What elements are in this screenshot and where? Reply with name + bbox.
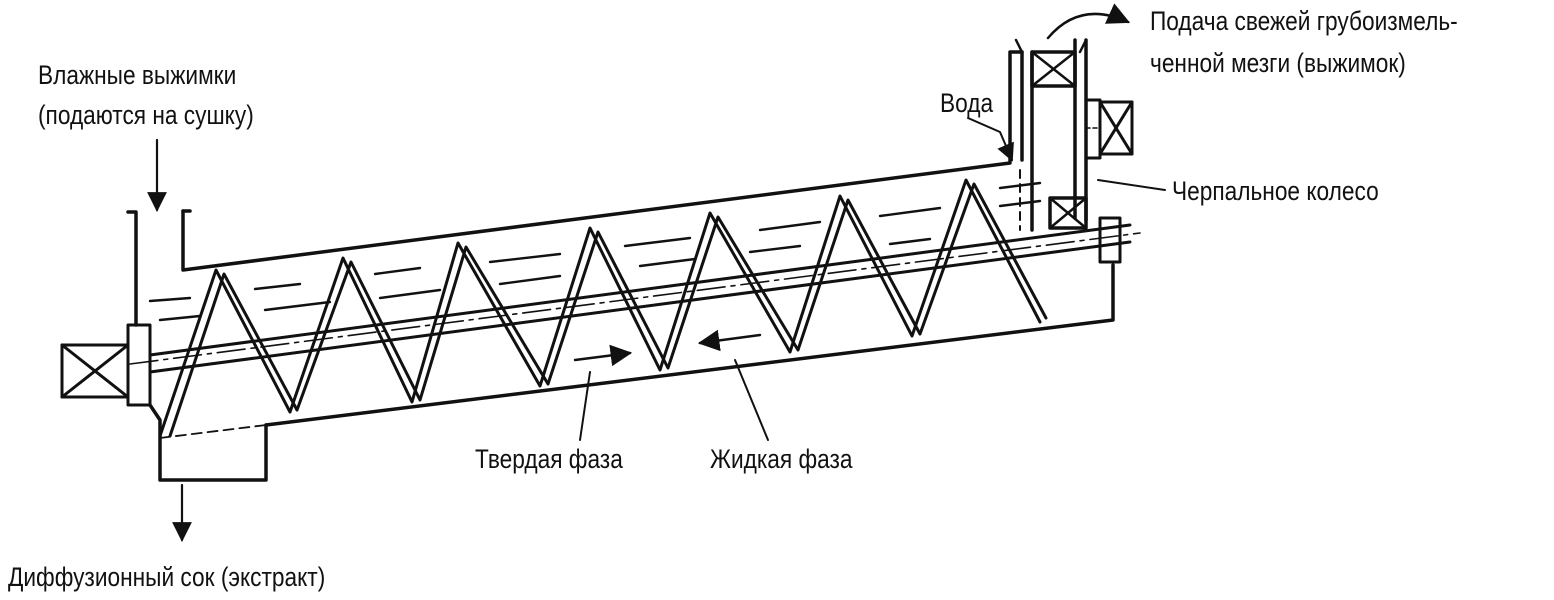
trough-body xyxy=(126,50,1115,482)
fresh-feed-label: Подача свежей грубоизмель- xyxy=(1150,6,1458,36)
liquid-level-marks xyxy=(148,181,1042,322)
screw-flight-back xyxy=(168,182,1048,438)
screw-flights xyxy=(158,178,1048,438)
feed-rotation-arrow xyxy=(1046,3,1131,40)
liquid-phase-label: Жидкая фаза xyxy=(710,444,853,474)
water-leader-arrow xyxy=(967,117,1014,162)
liquid-phase-leader xyxy=(734,359,769,441)
diffusion-juice-label: Диффузионный сок (экстракт) xyxy=(8,562,326,592)
fresh-feed-label-cont: ченной мезги (выжимок) xyxy=(1150,48,1406,78)
scoop-wheel-leader xyxy=(1097,179,1166,191)
solid-phase-flow-arrow xyxy=(573,344,633,367)
water-label: Вода xyxy=(940,88,994,118)
right-bearing xyxy=(1084,98,1134,264)
trough-top-edge xyxy=(181,50,1024,272)
liquid-phase-flow-arrow xyxy=(697,329,762,352)
screw-shaft xyxy=(129,223,1141,374)
left-bearing xyxy=(60,323,152,407)
bottom-dashed-line xyxy=(159,424,267,439)
solid-phase-leader xyxy=(579,371,591,441)
scoop-wheel-housing xyxy=(1014,38,1088,232)
wet-pomace-note: (подаются на сушку) xyxy=(38,100,254,130)
trough-bottom-edge xyxy=(264,263,1115,427)
wet-pomace-label: Влажные выжимки xyxy=(38,60,237,90)
screw-flight-front xyxy=(158,178,1042,438)
outlet-box xyxy=(126,210,268,482)
scoop-wheel-label: Черпальное колесо xyxy=(1172,176,1379,206)
solid-phase-label: Твердая фаза xyxy=(475,444,623,474)
